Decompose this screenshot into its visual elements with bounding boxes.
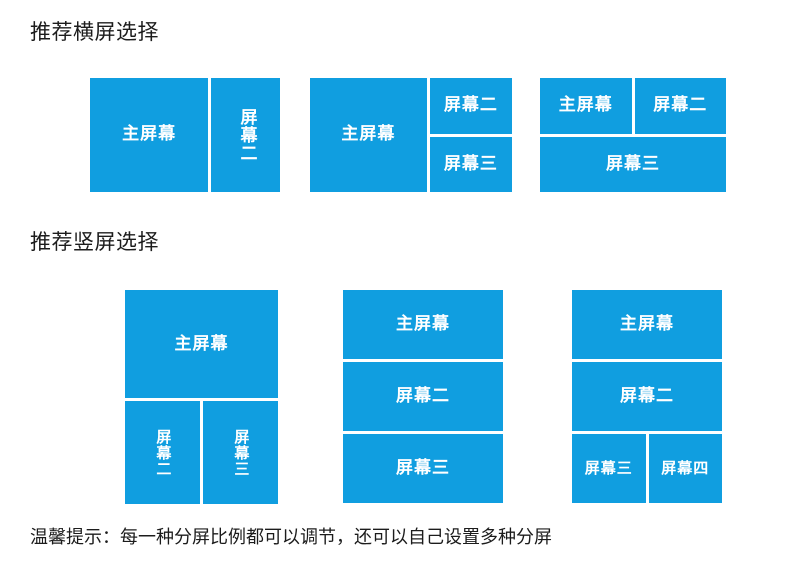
pane-stack: 屏幕二 屏幕三 (429, 78, 512, 192)
pane-label: 屏幕二 (443, 95, 498, 116)
pane-label: 屏幕三 (232, 428, 251, 477)
pane-main[interactable]: 主屏幕 (310, 78, 427, 192)
pane-secondary[interactable]: 屏幕二 (634, 78, 726, 134)
pane-divider (645, 434, 649, 503)
pane-label: 屏幕二 (653, 95, 708, 116)
pane-divider (572, 431, 722, 434)
pane-secondary[interactable]: 屏幕二 (343, 362, 503, 431)
portrait-section-title: 推荐竖屏选择 (30, 230, 159, 254)
pane-main[interactable]: 主屏幕 (90, 78, 209, 192)
pane-main[interactable]: 主屏幕 (343, 290, 503, 359)
layout-option-landscape-3[interactable]: 主屏幕 屏幕二 屏幕三 (540, 78, 726, 192)
pane-divider (343, 359, 503, 362)
pane-label: 屏幕二 (154, 428, 173, 477)
layout-option-landscape-1[interactable]: 主屏幕 屏幕二 (90, 78, 280, 192)
layout-option-portrait-3[interactable]: 主屏幕 屏幕二 屏幕三 屏幕四 (572, 290, 722, 503)
pane-tertiary[interactable]: 屏幕三 (540, 136, 726, 192)
pane-main[interactable]: 主屏幕 (540, 78, 632, 134)
layout-option-portrait-1[interactable]: 主屏幕 屏幕二 屏幕三 (125, 290, 278, 504)
pane-divider (426, 78, 430, 192)
footer-tip-note: 温馨提示：每一种分屏比例都可以调节，还可以自己设置多种分屏 (30, 527, 552, 548)
pane-label: 屏幕三 (584, 459, 633, 478)
layout-option-portrait-2[interactable]: 主屏幕 屏幕二 屏幕三 (343, 290, 503, 503)
pane-label: 屏幕二 (620, 385, 674, 406)
pane-divider (540, 133, 726, 137)
pane-label: 主屏幕 (558, 95, 613, 116)
pane-divider (125, 398, 278, 402)
pane-tertiary[interactable]: 屏幕三 (572, 434, 646, 503)
pane-tertiary[interactable]: 屏幕三 (203, 401, 278, 504)
pane-row-bottom: 屏幕二 屏幕三 (125, 401, 278, 504)
pane-divider (631, 78, 635, 134)
pane-label: 主屏幕 (122, 124, 177, 145)
pane-label: 屏幕三 (443, 153, 498, 174)
pane-label: 屏幕三 (606, 153, 660, 174)
pane-secondary[interactable]: 屏幕二 (429, 78, 512, 134)
pane-secondary[interactable]: 屏幕二 (572, 362, 722, 431)
pane-row-bottom: 屏幕三 屏幕四 (572, 434, 722, 503)
pane-main[interactable]: 主屏幕 (125, 290, 278, 399)
pane-label: 屏幕二 (236, 108, 257, 162)
pane-row-top: 主屏幕 屏幕二 (540, 78, 726, 134)
pane-divider (200, 401, 203, 504)
pane-tertiary[interactable]: 屏幕三 (343, 434, 503, 503)
pane-main[interactable]: 主屏幕 (572, 290, 722, 359)
landscape-section-title: 推荐横屏选择 (30, 20, 159, 44)
pane-secondary[interactable]: 屏幕二 (211, 78, 280, 192)
pane-label: 主屏幕 (174, 333, 229, 354)
pane-label: 主屏幕 (396, 313, 450, 334)
pane-label: 屏幕三 (396, 457, 450, 478)
pane-label: 屏幕四 (661, 459, 710, 478)
pane-tertiary[interactable]: 屏幕三 (429, 136, 512, 192)
pane-divider (208, 78, 212, 192)
pane-label: 主屏幕 (341, 124, 396, 145)
pane-divider (572, 359, 722, 362)
pane-quaternary[interactable]: 屏幕四 (648, 434, 722, 503)
layout-option-landscape-2[interactable]: 主屏幕 屏幕二 屏幕三 (310, 78, 512, 192)
pane-divider (429, 133, 512, 137)
pane-secondary[interactable]: 屏幕二 (125, 401, 200, 504)
pane-divider (343, 431, 503, 434)
pane-label: 主屏幕 (620, 313, 674, 334)
pane-label: 屏幕二 (396, 385, 450, 406)
